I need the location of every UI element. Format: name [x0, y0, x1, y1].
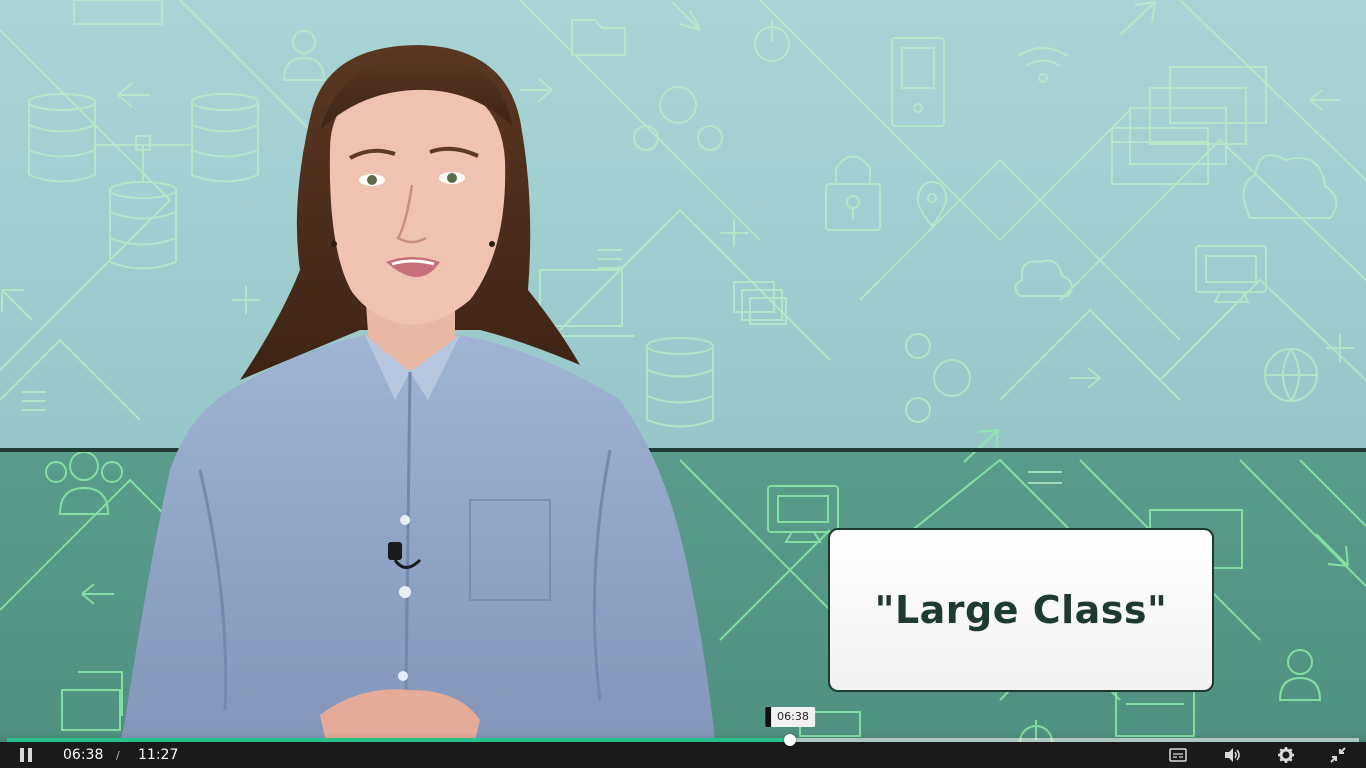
horizon-divider — [0, 448, 1366, 452]
seek-handle[interactable] — [784, 734, 796, 746]
seek-bar[interactable] — [7, 734, 1359, 746]
time-separator: / — [116, 749, 120, 762]
captions-icon — [1169, 748, 1187, 762]
background-upper — [0, 0, 1366, 450]
seek-bar-progress — [7, 738, 790, 742]
settings-button[interactable] — [1274, 743, 1298, 767]
current-time: 06:38 — [63, 747, 104, 763]
exit-fullscreen-button[interactable] — [1326, 743, 1350, 767]
gear-icon — [1278, 747, 1294, 763]
controls-bar — [0, 742, 1366, 768]
duration: 11:27 — [138, 747, 179, 763]
volume-button[interactable] — [1220, 743, 1244, 767]
play-pause-button[interactable] — [14, 743, 38, 767]
caption-text: "Large Class" — [874, 588, 1168, 632]
exit-fullscreen-icon — [1330, 747, 1346, 763]
volume-icon — [1225, 748, 1240, 762]
captions-button[interactable] — [1166, 743, 1190, 767]
pause-icon — [20, 748, 32, 762]
caption-card: "Large Class" — [828, 528, 1214, 692]
seek-time-tooltip: 06:38 — [765, 707, 815, 727]
